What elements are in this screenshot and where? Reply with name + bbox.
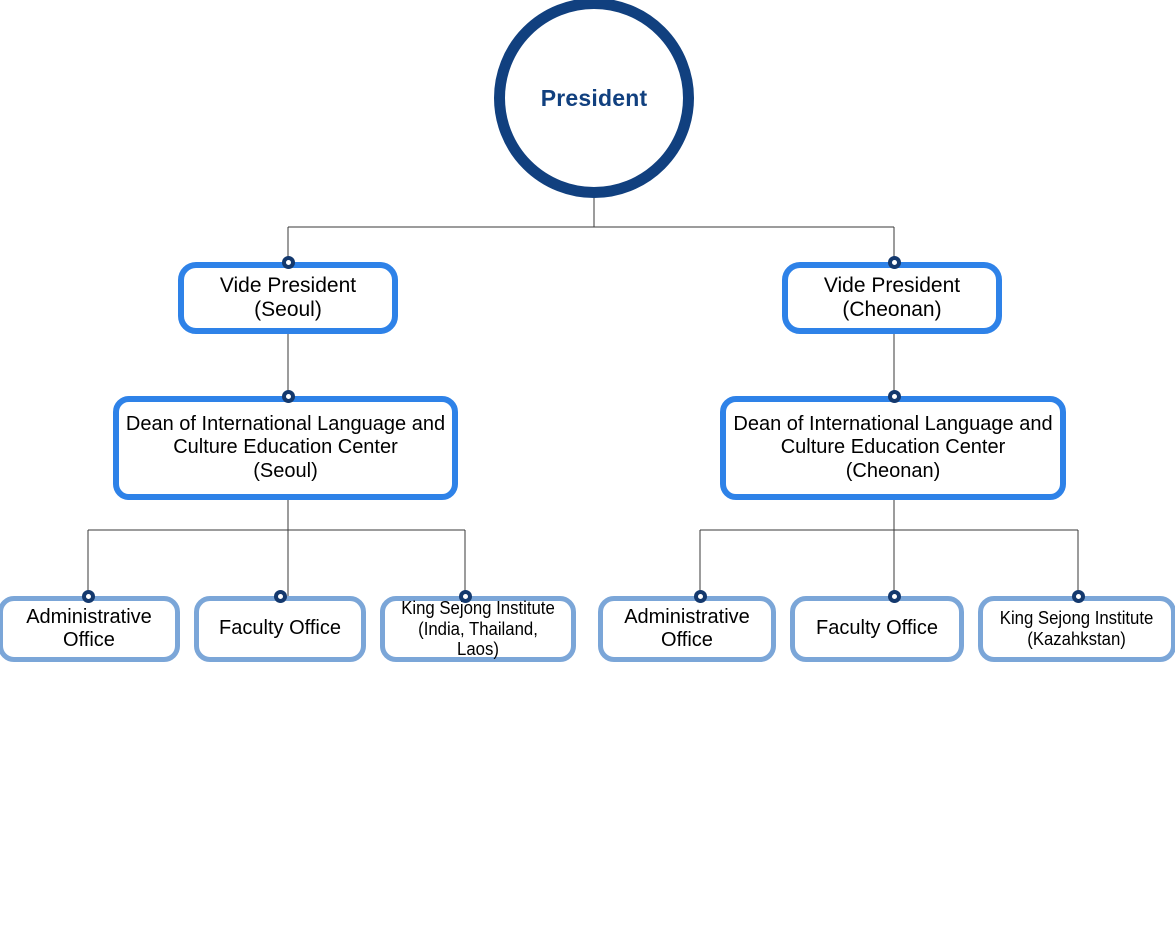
connector-dot-seoul-faculty [274, 590, 287, 603]
connector-dot-cheonan-admin [694, 590, 707, 603]
node-vice-president-cheonan-label: Vide President (Cheonan) [823, 273, 961, 321]
node-dean-cheonan[interactable]: Dean of International Language and Cultu… [720, 396, 1066, 500]
node-president[interactable]: President [494, 0, 694, 198]
node-cheonan-king-sejong-institute[interactable]: King Sejong Institute (Kazahkstan) [978, 596, 1175, 662]
node-president-label: President [540, 84, 648, 111]
connector-dot-cheonan-ksi [1072, 590, 1085, 603]
node-seoul-administrative-office-label: Administrative Office [26, 605, 152, 651]
node-seoul-faculty-office[interactable]: Faculty Office [194, 596, 366, 662]
node-seoul-king-sejong-institute-label: King Sejong Institute (India, Thailand, … [401, 597, 555, 660]
connector-dot-seoul-ksi [459, 590, 472, 603]
node-vice-president-seoul[interactable]: Vide President (Seoul) [178, 262, 398, 334]
connector-dot-vp-cheonan [888, 256, 901, 269]
node-cheonan-administrative-office[interactable]: Administrative Office [598, 596, 776, 662]
node-cheonan-king-sejong-institute-label: King Sejong Institute (Kazahkstan) [1000, 608, 1154, 649]
node-seoul-administrative-office[interactable]: Administrative Office [0, 596, 180, 662]
node-seoul-king-sejong-institute[interactable]: King Sejong Institute (India, Thailand, … [380, 596, 576, 662]
connector-dot-seoul-admin [82, 590, 95, 603]
connector-dot-cheonan-faculty [888, 590, 901, 603]
node-seoul-faculty-office-label: Faculty Office [219, 617, 341, 640]
node-vice-president-seoul-label: Vide President (Seoul) [219, 273, 357, 321]
node-dean-cheonan-label: Dean of International Language and Cultu… [733, 413, 1053, 482]
node-vice-president-cheonan[interactable]: Vide President (Cheonan) [782, 262, 1002, 334]
node-dean-seoul[interactable]: Dean of International Language and Cultu… [113, 396, 458, 500]
node-cheonan-faculty-office-label: Faculty Office [816, 617, 938, 640]
connector-dot-dean-seoul [282, 390, 295, 403]
node-dean-seoul-label: Dean of International Language and Cultu… [125, 413, 446, 482]
connector-dot-vp-seoul [282, 256, 295, 269]
node-cheonan-faculty-office[interactable]: Faculty Office [790, 596, 964, 662]
node-cheonan-administrative-office-label: Administrative Office [624, 605, 750, 651]
connector-dot-dean-cheonan [888, 390, 901, 403]
